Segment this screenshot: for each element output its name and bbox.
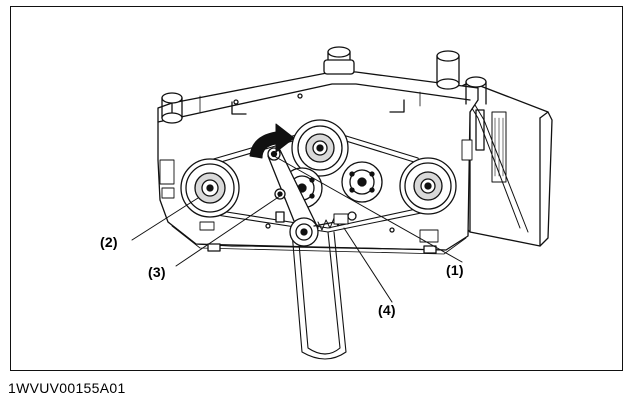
callout-2: (2) [100,234,118,250]
gauge-wheels [161,46,487,124]
callout-3: (3) [148,264,166,280]
tension-pulley [289,217,319,247]
center-spindle-pulley [291,119,349,177]
discharge-chute [457,81,553,247]
right-spindle-pulley [399,157,457,215]
tension-spring [313,211,357,231]
callout-4: (4) [378,302,396,318]
figure-code: 1WVUV00155A01 [8,380,126,396]
idler-pulley-right [341,161,383,203]
left-spindle-pulley [180,158,240,218]
callout-leaders [131,155,463,303]
mounting-bolt [274,188,286,223]
rotation-arrow-icon [249,123,295,159]
callout-1: (1) [446,262,464,278]
